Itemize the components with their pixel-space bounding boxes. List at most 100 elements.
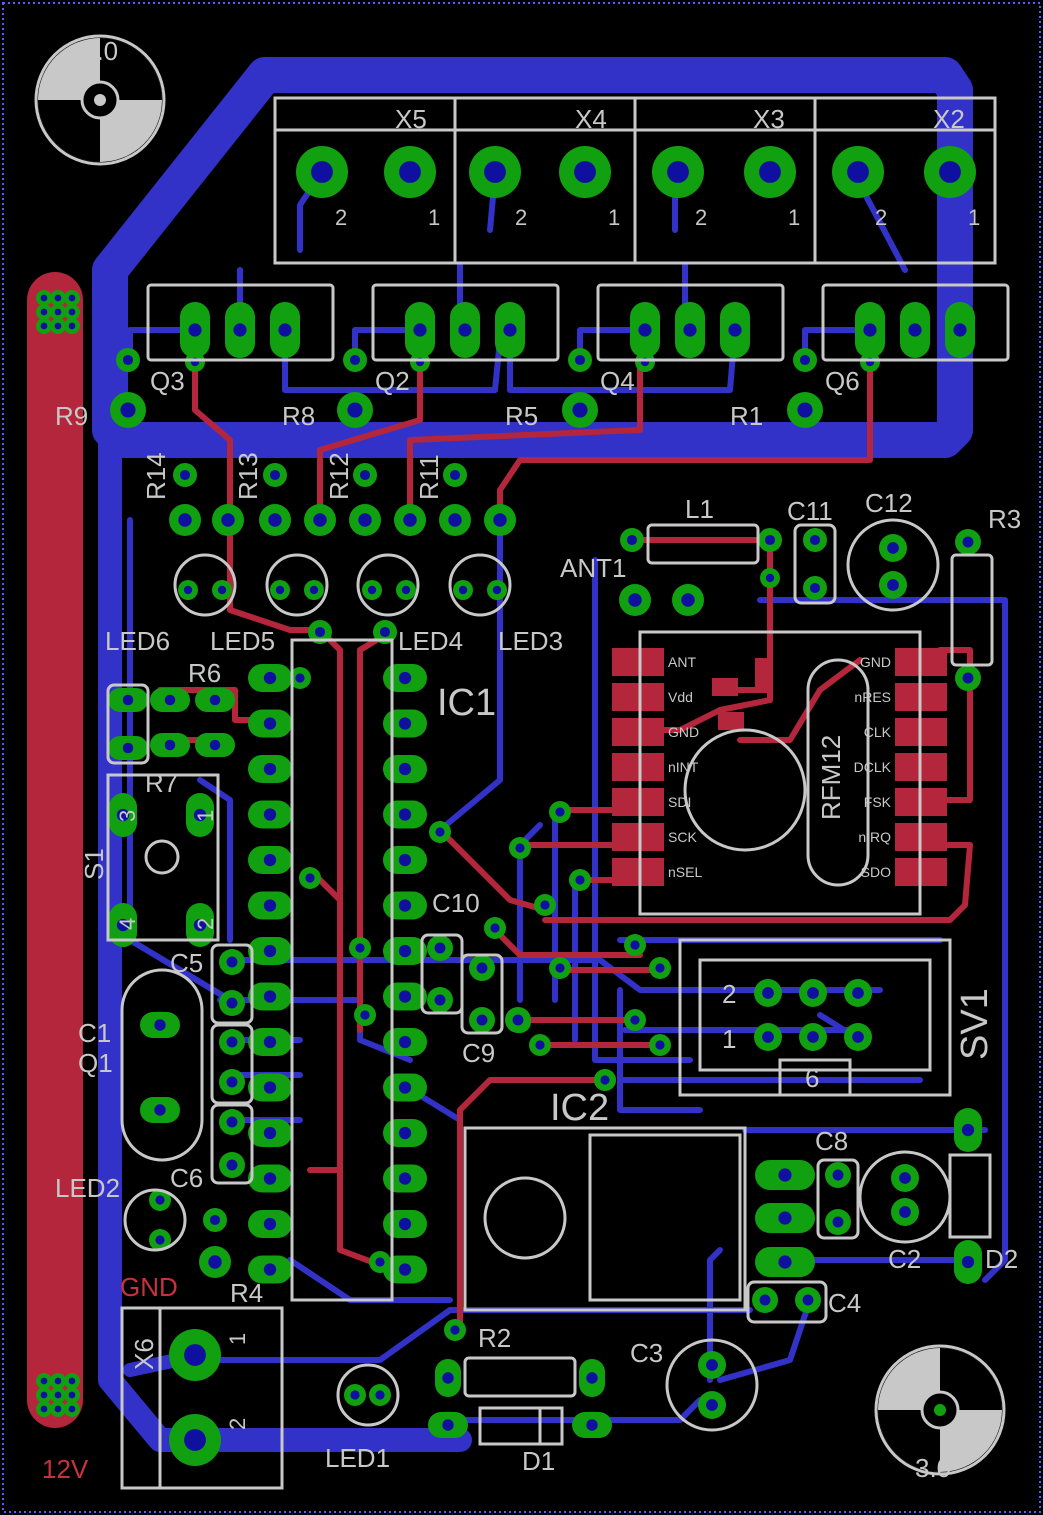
drill-hole [638, 323, 652, 337]
label-d1: D1 [522, 1446, 555, 1476]
drill-hole [154, 1019, 166, 1031]
drill-hole [799, 354, 811, 366]
drill-hole [116, 918, 130, 932]
mounting-hole-label: 3.0 [82, 36, 118, 66]
c3-outline [665, 1338, 759, 1432]
drill-hole [807, 987, 819, 999]
drill-hole [305, 873, 315, 883]
drill-hole [503, 323, 517, 337]
drill-hole [961, 1123, 975, 1137]
rfm12-pin-label: ANT [668, 654, 696, 670]
drill-hole [398, 1081, 412, 1094]
drill-hole [313, 513, 327, 527]
drill-hole [54, 1391, 62, 1399]
label-s1: S1 [79, 848, 109, 880]
drill-hole [188, 323, 202, 337]
drill-hole [367, 585, 377, 595]
rfm12-pin-label: SCK [668, 829, 697, 845]
resistor-label-r5: R5 [505, 401, 538, 431]
svg-text:2: 2 [515, 205, 527, 230]
drill-hole [586, 1419, 598, 1431]
label-gnd: GND [120, 1272, 178, 1302]
drill-hole [512, 1014, 524, 1026]
drill-hole [208, 1255, 222, 1269]
transistor-label-q2: Q2 [375, 366, 410, 396]
ic2-outline [463, 1126, 747, 1312]
drill-hole [555, 807, 565, 817]
label-c5: C5 [170, 948, 203, 978]
resistor-label-r1: R1 [730, 401, 763, 431]
mounting-hole-bottom-right: 3.0 [878, 1348, 1002, 1483]
label-c11: C11 [787, 496, 833, 526]
rfm12-left-pad [612, 683, 664, 711]
drill-hole [122, 742, 134, 754]
drill-hole [122, 354, 134, 366]
rfm12-pin-label: nINT [668, 759, 699, 775]
svg-text:3: 3 [115, 810, 140, 822]
drill-hole [802, 1294, 814, 1306]
rfm12-left-pad [612, 753, 664, 781]
drill-hole [448, 513, 462, 527]
led-label-led5: LED5 [210, 626, 275, 656]
drill-hole [269, 469, 281, 481]
drill-hole [434, 942, 446, 954]
label-d2: D2 [985, 1244, 1018, 1274]
rfm12-small-pad [755, 658, 773, 688]
rfm12-pin-label: DCLK [854, 759, 892, 775]
led-label-led2: LED2 [55, 1173, 120, 1203]
connector-label-x4: X4 [575, 104, 607, 134]
drill-hole [852, 987, 864, 999]
x6-outline [120, 1306, 284, 1490]
drill-hole [379, 626, 391, 638]
drill-hole [628, 593, 642, 607]
q1-outline [120, 968, 204, 1162]
drill-hole [515, 843, 525, 853]
rfm12-pin-label: GND [860, 654, 891, 670]
drill-hole [832, 1169, 844, 1181]
drill-hole [398, 1263, 412, 1276]
drill-hole [263, 1217, 277, 1231]
drill-hole [683, 323, 697, 337]
top-layer-labels: GND 12V [42, 1272, 178, 1484]
label-r7: R7 [145, 768, 178, 798]
drill-hole [778, 1211, 792, 1225]
bottom-copper-layer [92, 57, 1008, 1452]
drill-hole [358, 513, 372, 527]
drill-hole [349, 354, 361, 366]
drill-hole [399, 161, 421, 183]
drill-hole [847, 161, 869, 183]
drill-hole [797, 402, 813, 418]
drill-hole [575, 875, 585, 885]
drill-hole [887, 579, 899, 591]
drill-hole [68, 294, 76, 302]
drill-hole [226, 956, 238, 968]
drill-hole [355, 943, 365, 953]
drill-hole [193, 918, 207, 932]
drill-hole [765, 573, 775, 583]
drill-hole [555, 963, 565, 973]
drill-hole [263, 944, 277, 958]
drill-hole [807, 1031, 819, 1043]
drill-hole [209, 694, 221, 706]
svg-text:2: 2 [722, 979, 736, 1009]
label-sv1: SV1 [954, 988, 996, 1060]
drill-hole [54, 308, 62, 316]
label-c4: C4 [828, 1288, 861, 1318]
drill-hole [398, 1217, 412, 1231]
drill-hole [809, 534, 821, 546]
drill-hole [122, 694, 134, 706]
drill-hole [263, 899, 277, 912]
resistor-label-r12: R12 [324, 452, 354, 500]
drill-hole [630, 940, 640, 950]
drill-hole [226, 1159, 238, 1171]
drill-hole [442, 1419, 454, 1431]
led-label-led6: LED6 [105, 626, 170, 656]
resistor-label-r9: R9 [55, 401, 88, 431]
drill-hole [962, 536, 974, 548]
drill-hole [263, 1035, 277, 1049]
drill-hole [586, 1372, 598, 1384]
r2-outline [463, 1356, 577, 1398]
drill-hole [68, 322, 76, 330]
drill-hole [413, 323, 427, 337]
